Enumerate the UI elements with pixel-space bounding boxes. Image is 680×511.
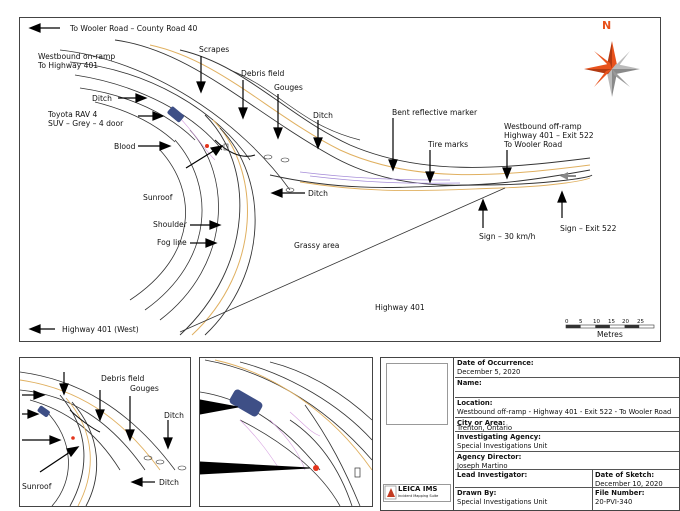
field-label: Lead Investigator: [457,471,528,479]
field-city-value: Trenton, Ontario [457,424,513,432]
field-location: Location: Westbound off-ramp - Highway 4… [455,398,679,418]
field-value: December 5, 2020 [457,368,521,376]
inset-1-arrows [22,372,173,487]
label-grassy-area: Grassy area [294,241,340,250]
label-debris-field: Debris field [241,69,285,78]
inset-2-arrows [199,399,311,475]
field-value: Special Investigations Unit [457,442,548,450]
logo-brand: LEICA IMS [398,485,438,493]
inset-2-frame [199,357,373,507]
field-label: Location: [457,399,493,407]
field-label: City or Area: [457,419,506,427]
label-bent-marker: Bent reflective marker [392,108,478,117]
field-label: Drawn By: [457,489,497,497]
field-date-of-sketch: Date of Sketch: December 10, 2020 [593,470,679,488]
label-highway-401-west: Highway 401 (West) [62,325,139,334]
field-city: City or Area: [455,418,679,432]
label-to-wooler: To Wooler Road – County Road 40 [70,24,198,33]
compass-north-label: N [602,19,612,32]
field-director: Agency Director: Joseph Martino [455,452,679,470]
off-ramp-direction-arrow [560,172,576,180]
inset-1-label-ditch-b: Ditch [159,478,179,487]
label-vehicle-2: SUV – Grey – 4 door [48,119,124,128]
vehicle-icon [167,106,184,123]
label-tire-marks: Tire marks [428,140,469,149]
blood-marker [205,144,209,148]
field-label: Date of Sketch: [595,471,655,479]
field-name: Name: [455,378,679,398]
label-ditch-1: Ditch [313,111,333,120]
main-diagram-frame [19,17,661,342]
inset-1-label-ditch-a: Ditch [164,411,184,420]
label-off-ramp-1: Westbound off-ramp [504,122,582,131]
label-gouges: Gouges [274,83,303,92]
label-blood: Blood [114,142,136,151]
field-file-number: File Number: 20-PVI-340 [593,488,679,510]
logo-tagline: Incident Mapping Suite [398,494,439,498]
label-off-ramp-2: Highway 401 – Exit 522 [504,131,594,140]
title-block-image-box [386,363,448,425]
inset-2-drawing [200,359,372,506]
compass-icon [584,41,640,97]
field-value: Special Investigations Unit [457,498,548,506]
scale-unit: Metres [597,330,623,339]
scale-tick: 15 [608,319,615,325]
field-date-of-occurrence: Date of Occurrence: December 5, 2020 [455,358,679,378]
inset-1-drawing [20,371,187,506]
sunroof-marker [223,143,229,151]
field-label: File Number: [595,489,645,497]
debris-shapes [263,154,295,193]
inset-1-label-gouges: Gouges [130,384,159,393]
inset-1-label-sunroof: Sunroof [22,482,52,491]
field-drawn-by: Drawn By: Special Investigations Unit [455,488,593,510]
label-sign-30: Sign – 30 km/h [479,232,536,241]
label-scrapes: Scrapes [199,45,230,54]
label-ditch-3: Ditch [308,189,328,198]
scale-tick: 25 [637,319,644,325]
label-fog-line: Fog line [157,238,187,247]
field-label: Investigating Agency: [457,433,541,441]
label-vehicle-1: Toyota RAV 4 [48,110,98,119]
label-off-ramp-3: To Wooler Road [504,140,563,149]
field-label: Name: [457,379,482,387]
callout-arrows [28,23,567,334]
label-sunroof: Sunroof [143,193,173,202]
field-label: Agency Director: [457,453,522,461]
scale-tick: 20 [622,319,629,325]
label-westbound-on-ramp-1: Westbound on-ramp [38,52,116,61]
field-lead-investigator: Lead Investigator: [455,470,593,488]
inset-1-frame [19,357,191,507]
inset-1-label-debris-field: Debris field [101,374,145,383]
title-block-left-panel [380,357,454,511]
road-lines [59,39,593,336]
logo-icon [384,485,397,500]
field-label: Date of Occurrence: [457,359,534,367]
label-shoulder: Shoulder [153,220,187,229]
label-ditch-2: Ditch [92,94,112,103]
logo-box [383,484,451,502]
label-highway-401: Highway 401 [375,303,425,312]
field-agency: Investigating Agency: Special Investigat… [455,432,679,452]
field-value: Westbound off-ramp - Highway 401 - Exit … [457,408,672,416]
label-westbound-on-ramp-2: To Highway 401 [38,61,99,70]
label-sign-exit: Sign – Exit 522 [560,224,617,233]
field-value: Joseph Martino [457,462,508,470]
scale-tick: 5 [579,319,583,325]
field-value: 20-PVI-340 [595,498,633,506]
scale-bar [565,324,655,329]
scale-tick: 10 [593,319,600,325]
field-value: December 10, 2020 [595,480,663,488]
scale-tick: 0 [565,319,569,325]
